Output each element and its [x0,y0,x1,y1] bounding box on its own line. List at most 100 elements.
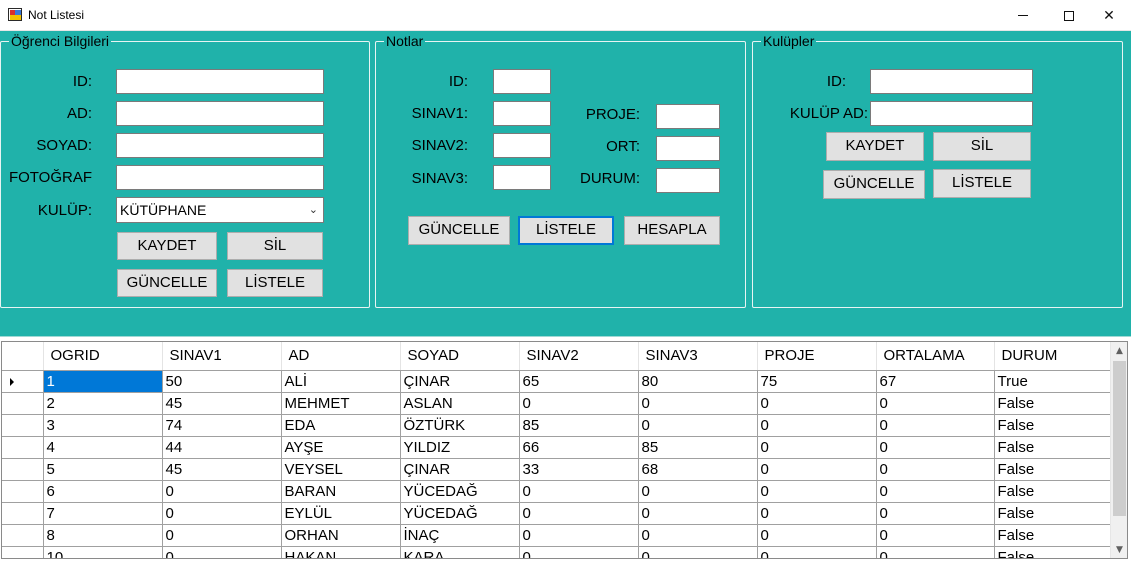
ogrenci-guncelle-button[interactable]: GÜNCELLE [117,269,217,297]
grid-cell[interactable]: 8 [43,524,163,547]
grid-cell[interactable]: HAKAN [281,546,401,558]
grid-cell[interactable]: False [994,502,1114,525]
row-header[interactable] [2,524,44,547]
scroll-up-icon[interactable]: ▲ [1116,345,1123,356]
grid-cell[interactable]: 0 [638,392,758,415]
grid-cell[interactable]: 0 [757,458,877,481]
row-header[interactable] [2,502,44,525]
grid-cell[interactable]: VEYSEL [281,458,401,481]
row-header[interactable] [2,414,44,437]
grid-cell[interactable]: 0 [638,480,758,503]
grid-cell[interactable]: 0 [757,414,877,437]
notlar-hesapla-button[interactable]: HESAPLA [624,216,720,245]
scroll-thumb[interactable] [1113,361,1126,516]
grid-cell[interactable]: YILDIZ [400,436,520,459]
minimize-button[interactable] [1000,0,1046,31]
grid-cell[interactable]: ÇINAR [400,458,520,481]
grid-cell[interactable]: 0 [757,546,877,558]
grid-cell[interactable]: 0 [757,480,877,503]
notlar-durum-input[interactable] [656,168,720,193]
vertical-scrollbar[interactable]: ▲ ▼ [1110,342,1127,558]
ogrenci-ad-input[interactable] [116,101,324,126]
grid-cell[interactable]: 0 [876,458,995,481]
row-header[interactable] [2,392,44,415]
grid-cell[interactable]: 0 [519,546,639,558]
grid-cell[interactable]: 45 [162,458,282,481]
grid-cell[interactable]: KARA [400,546,520,558]
grid-cell[interactable]: YÜCEDAĞ [400,502,520,525]
grid-cell[interactable]: 75 [757,370,877,393]
grid-cell[interactable]: 7 [43,502,163,525]
column-header-proje[interactable]: PROJE [757,342,877,371]
grid-cell[interactable]: 65 [519,370,639,393]
kulupler-sil-button[interactable]: SİL [933,132,1031,161]
grid-cell[interactable]: True [994,370,1114,393]
grid-cell[interactable]: BARAN [281,480,401,503]
grid-cell[interactable]: 0 [638,414,758,437]
grid-cell[interactable]: 0 [638,524,758,547]
column-header-sinav3[interactable]: SINAV3 [638,342,758,371]
kulupler-ad-input[interactable] [870,101,1033,126]
grid-cell[interactable]: YÜCEDAĞ [400,480,520,503]
scroll-down-icon[interactable]: ▼ [1116,544,1123,555]
grid-cell[interactable]: 0 [757,392,877,415]
ogrenci-kaydet-button[interactable]: KAYDET [117,232,217,260]
notlar-sinav3-input[interactable] [493,165,551,190]
column-header-durum[interactable]: DURUM [994,342,1114,371]
grid-cell[interactable]: 3 [43,414,163,437]
grid-cell[interactable]: 0 [876,436,995,459]
kulupler-guncelle-button[interactable]: GÜNCELLE [823,170,925,199]
grid-cell[interactable]: AYŞE [281,436,401,459]
grid-cell[interactable]: EYLÜL [281,502,401,525]
column-header-soyad[interactable]: SOYAD [400,342,520,371]
row-header[interactable] [2,546,44,558]
grid-cell[interactable]: False [994,458,1114,481]
column-header-ogrid[interactable]: OGRID [43,342,163,371]
grid-cell[interactable]: 1 [43,370,163,393]
notlar-sinav2-input[interactable] [493,133,551,158]
close-button[interactable]: ✕ [1086,0,1131,31]
row-header[interactable] [2,480,44,503]
grid-cell[interactable]: 85 [519,414,639,437]
grid-cell[interactable]: False [994,546,1114,558]
grid-cell[interactable]: 0 [638,502,758,525]
grid-cell[interactable]: 0 [876,414,995,437]
grid-cell[interactable]: 44 [162,436,282,459]
grid-cell[interactable]: 85 [638,436,758,459]
grid-cell[interactable]: 0 [876,502,995,525]
kulup-select[interactable]: KÜTÜPHANE ⌄ [116,197,324,223]
grid-cell[interactable]: False [994,392,1114,415]
grid-cell[interactable]: 5 [43,458,163,481]
grid-cell[interactable]: 0 [757,436,877,459]
grid-cell[interactable]: 0 [519,524,639,547]
notlar-guncelle-button[interactable]: GÜNCELLE [408,216,510,245]
grid-cell[interactable]: 0 [162,480,282,503]
maximize-button[interactable] [1046,0,1092,31]
grid-cell[interactable]: 0 [757,524,877,547]
grid-cell[interactable]: 0 [876,480,995,503]
notlar-listele-button[interactable]: LİSTELE [518,216,614,245]
grid-cell[interactable]: 67 [876,370,995,393]
grid-cell[interactable]: 0 [757,502,877,525]
grid-cell[interactable]: 0 [162,524,282,547]
grid-cell[interactable]: False [994,480,1114,503]
column-header-ortalama[interactable]: ORTALAMA [876,342,995,371]
grid-cell[interactable]: 66 [519,436,639,459]
grid-cell[interactable]: 0 [638,546,758,558]
grid-cell[interactable]: ÖZTÜRK [400,414,520,437]
grid-cell[interactable]: MEHMET [281,392,401,415]
grid-cell[interactable]: 68 [638,458,758,481]
kulupler-listele-button[interactable]: LİSTELE [933,169,1031,198]
grid-cell[interactable]: 0 [162,502,282,525]
ogrenci-sil-button[interactable]: SİL [227,232,323,260]
row-header[interactable] [2,370,44,393]
ogrenci-foto-input[interactable] [116,165,324,190]
grid-cell[interactable]: EDA [281,414,401,437]
grid-cell[interactable]: ORHAN [281,524,401,547]
